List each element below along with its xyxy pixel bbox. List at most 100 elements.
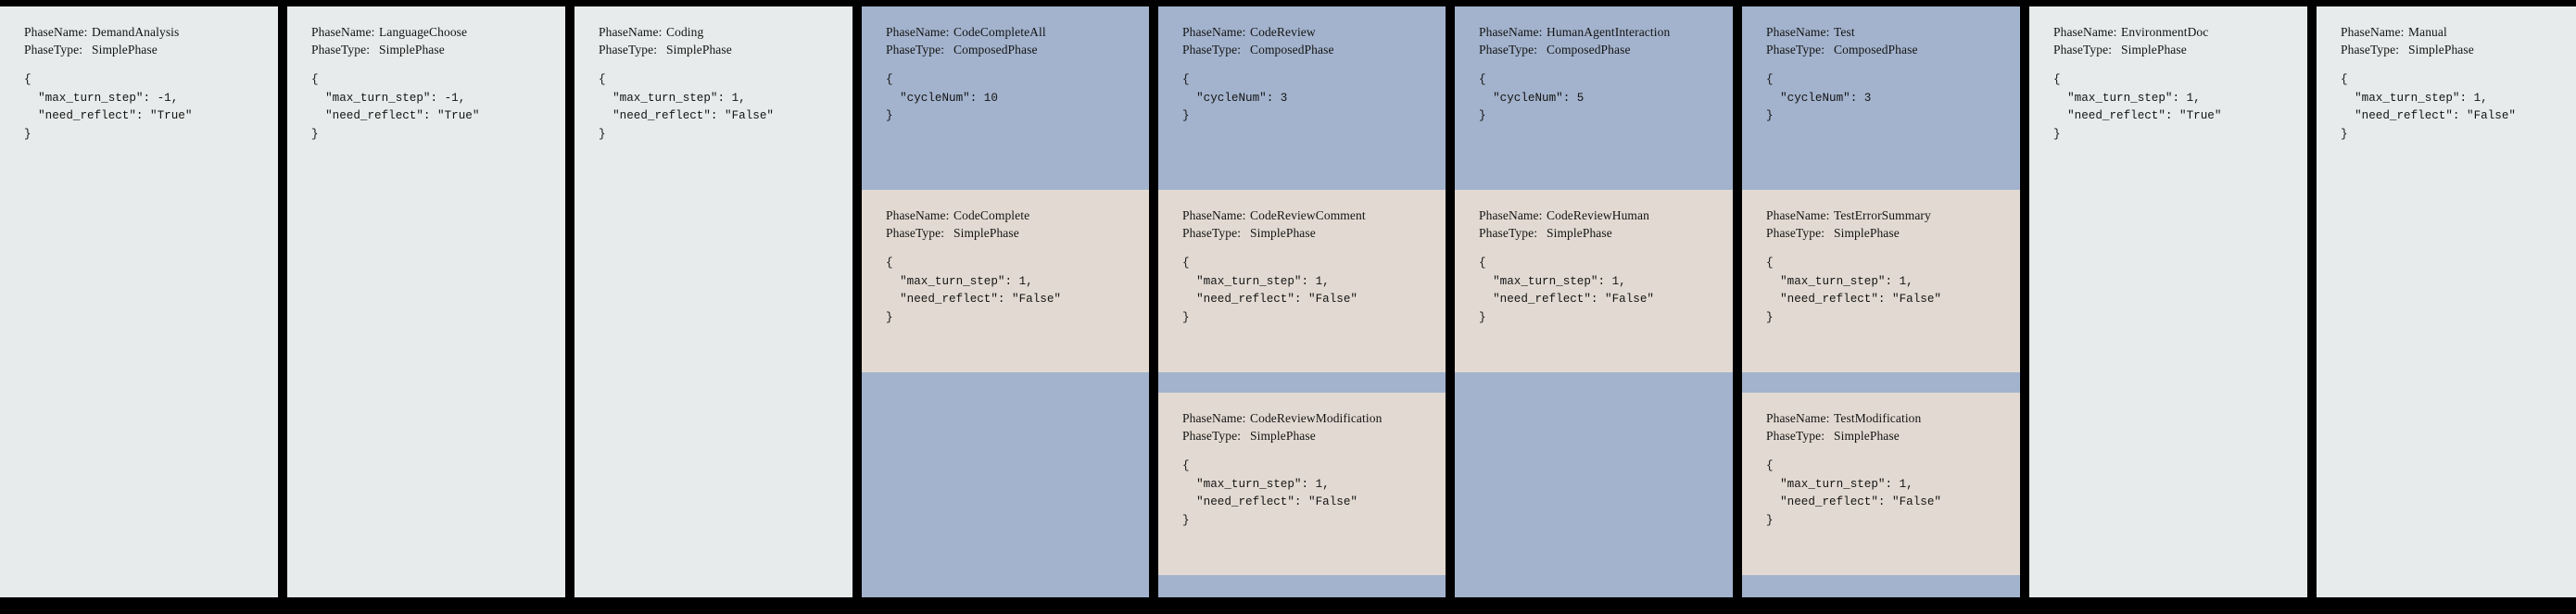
- phase-type-label: PhaseType:: [1766, 226, 1825, 240]
- phase-type-value: SimplePhase: [379, 43, 445, 56]
- phase-name-label: PhaseName:: [1766, 25, 1830, 39]
- phase-name-row: PhaseName:CodeReviewModification: [1182, 409, 1446, 427]
- phase-type-label: PhaseType:: [24, 43, 83, 56]
- phase-name-label: PhaseName:: [1479, 208, 1543, 222]
- phase-name-row: PhaseName: CodeReviewHuman: [1479, 207, 1733, 224]
- phase-name-label: PhaseName:: [24, 25, 88, 39]
- phase-type-value: ComposedPhase: [1834, 43, 1918, 56]
- phase-type-value: SimplePhase: [1547, 226, 1612, 240]
- phase-type-label: PhaseType:: [886, 43, 945, 56]
- phase-type-value: SimplePhase: [666, 43, 732, 56]
- phase-config-json: { "max_turn_step": 1, "need_reflect": "F…: [1479, 257, 1654, 324]
- phase-config-json: { "cycleNum": 5 }: [1479, 73, 1585, 122]
- phase-type-label: PhaseType:: [1182, 429, 1242, 443]
- phase-name-label: PhaseName:: [886, 25, 950, 39]
- phase-config-json: { "max_turn_step": 1, "need_reflect": "F…: [886, 257, 1061, 324]
- phase-type-row: PhaseType: SimplePhase: [1479, 224, 1733, 242]
- phase-type-label: PhaseType:: [1182, 43, 1242, 56]
- phase-type-row: PhaseType: SimplePhase: [1766, 427, 2020, 445]
- phase-name-label: PhaseName:: [311, 25, 375, 39]
- phase-config-json: { "cycleNum": 3 }: [1182, 73, 1288, 122]
- phase-config-json: { "max_turn_step": 1, "need_reflect": "F…: [1182, 459, 1357, 527]
- phase-type-row: PhaseType: SimplePhase: [2053, 41, 2307, 58]
- phase-name-value: CodeCompleteAll: [953, 25, 1046, 39]
- phase-type-value: ComposedPhase: [953, 43, 1038, 56]
- phase-name-value: CodeReviewComment: [1250, 208, 1366, 222]
- phase-type-label: PhaseType:: [1479, 226, 1538, 240]
- phase-type-label: PhaseType:: [311, 43, 371, 56]
- phase-type-row: PhaseType: SimplePhase: [886, 224, 1149, 242]
- phase-name-row: PhaseName:CodeReviewComment: [1182, 207, 1446, 224]
- phase-type-row: PhaseType:SimplePhase: [1766, 224, 2020, 242]
- phase-type-value: SimplePhase: [953, 226, 1019, 240]
- column-filler: [862, 372, 1149, 597]
- phase-name-value: CodeComplete: [953, 208, 1030, 222]
- phase-type-value: ComposedPhase: [1250, 43, 1334, 56]
- phase-type-label: PhaseType:: [2053, 43, 2113, 56]
- phase-config-json: { "max_turn_step": 1, "need_reflect": "F…: [1766, 257, 1941, 324]
- phase-name-value: DemandAnalysis: [92, 25, 180, 39]
- phase-type-label: PhaseType:: [1766, 43, 1825, 56]
- phase-name-value: CodeReview: [1250, 25, 1316, 39]
- phase-name-row: PhaseName:Manual: [2341, 23, 2576, 41]
- column-filler: [0, 153, 278, 597]
- phase-name-label: PhaseName:: [1182, 25, 1246, 39]
- phase-name-value: TestModification: [1834, 411, 1922, 425]
- phase-name-label: PhaseName:: [1766, 208, 1830, 222]
- phase-type-row: PhaseType:ComposedPhase: [1479, 41, 1733, 58]
- phase-type-label: PhaseType:: [886, 226, 945, 240]
- phase-config-json: { "cycleNum": 3 }: [1766, 73, 1872, 122]
- phase-name-value: CodeReviewHuman: [1547, 208, 1649, 222]
- phase-type-value: SimplePhase: [2121, 43, 2187, 56]
- column-filler: [1455, 372, 1733, 597]
- phase-type-label: PhaseType:: [599, 43, 658, 56]
- phase-type-row: PhaseType: SimplePhase: [1182, 427, 1446, 445]
- column-filler: [1158, 575, 1446, 597]
- phase-type-value: SimplePhase: [1834, 429, 1900, 443]
- phase-type-value: SimplePhase: [92, 43, 158, 56]
- phase-name-label: PhaseName:: [1182, 411, 1246, 425]
- phase-type-row: PhaseType: SimplePhase: [311, 41, 565, 58]
- phase-type-label: PhaseType:: [1182, 226, 1242, 240]
- phase-name-row: PhaseName:CodeComplete: [886, 207, 1149, 224]
- phase-name-value: Manual: [2408, 25, 2447, 39]
- phase-name-value: LanguageChoose: [379, 25, 468, 39]
- phase-type-value: SimplePhase: [1250, 429, 1316, 443]
- phase-config-json: { "max_turn_step": 1, "need_reflect": "F…: [2341, 73, 2516, 141]
- phase-config-json: { "max_turn_step": 1, "need_reflect": "T…: [2053, 73, 2222, 141]
- phase-name-label: PhaseName:: [1766, 411, 1830, 425]
- phase-config-json: { "max_turn_step": 1, "need_reflect": "F…: [599, 73, 774, 141]
- column-filler: [1742, 575, 2020, 597]
- cycle-divider-strip: [1158, 372, 1446, 393]
- phase-name-value: HumanAgentInteraction: [1547, 25, 1671, 39]
- phase-type-row: PhaseType:SimplePhase: [2341, 41, 2576, 58]
- phase-type-label: PhaseType:: [1766, 429, 1825, 443]
- phase-config-json: { "max_turn_step": 1, "need_reflect": "F…: [1766, 459, 1941, 527]
- phase-config-json: { "cycleNum": 10 }: [886, 73, 998, 122]
